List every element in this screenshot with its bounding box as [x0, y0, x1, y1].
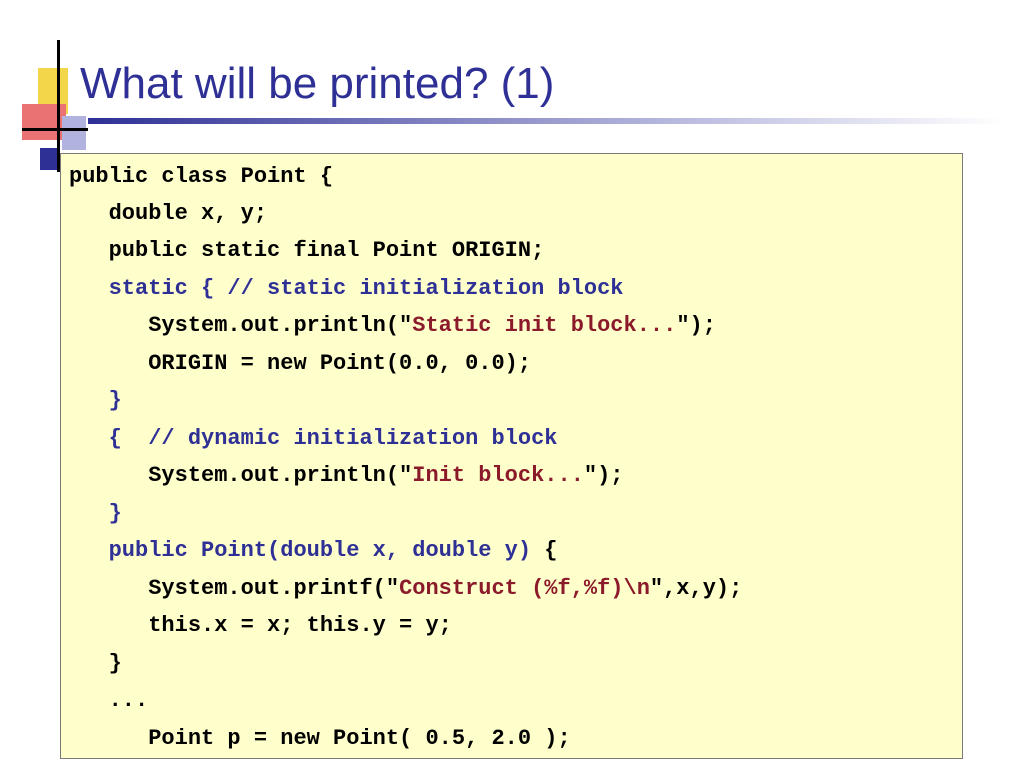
code-block: public class Point { double x, y; public… — [60, 153, 963, 759]
code-line-1: public class Point { — [69, 164, 334, 189]
code-line-12: System.out.printf("Construct (%f,%f)\n",… — [148, 576, 743, 601]
code-line-3: public static final Point ORIGIN; — [108, 238, 545, 263]
code-line-2: double x, y; — [108, 201, 268, 226]
code-line-10: } — [108, 501, 122, 526]
slide-title: What will be printed? (1) — [80, 59, 555, 108]
code-line-13: this.x = x; this.y = y; — [148, 613, 452, 638]
code-line-16: Point p = new Point( 0.5, 2.0 ); — [148, 726, 571, 751]
code-line-8: { // dynamic initialization block — [108, 426, 558, 451]
decoration-vertical-line — [57, 40, 60, 172]
code-line-6: ORIGIN = new Point(0.0, 0.0); — [148, 351, 532, 376]
title-underline — [88, 118, 1004, 124]
code-line-4: static { // static initialization block — [108, 276, 624, 301]
code-line-14: } — [108, 651, 122, 676]
code-line-9: System.out.println("Init block..."); — [148, 463, 624, 488]
code-line-5: System.out.println("Static init block...… — [148, 313, 716, 338]
code-line-11: public Point(double x, double y) { — [108, 538, 558, 563]
decoration-navy-square — [40, 148, 60, 170]
decoration-horizontal-line — [22, 128, 88, 131]
decoration-lilac-square — [62, 116, 86, 150]
code-line-7: } — [108, 388, 122, 413]
code-line-15: ... — [108, 688, 149, 713]
